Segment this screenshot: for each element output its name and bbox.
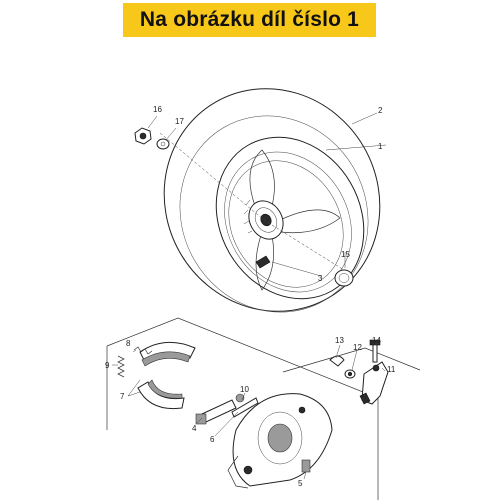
callout-17: 17 (175, 117, 184, 126)
pin-shaft (231, 393, 259, 418)
callout-5: 5 (298, 479, 303, 488)
callout-16: 16 (153, 105, 162, 114)
washer-15 (334, 269, 354, 287)
title-banner: Na obrázku díl číslo 1 (123, 3, 376, 37)
bolt-5 (301, 459, 311, 473)
washer-17 (156, 138, 170, 150)
valve-stem (255, 255, 271, 269)
brake-lever (359, 361, 389, 405)
callout-6: 6 (210, 435, 215, 444)
callout-12: 12 (353, 343, 362, 352)
rim (215, 136, 365, 300)
brake-shoe-bottom (137, 379, 185, 410)
wear-indicator (329, 355, 345, 367)
callout-7: 7 (120, 392, 125, 401)
callout-9: 9 (105, 361, 110, 370)
brake-shoe-top (139, 341, 196, 367)
spring-9 (117, 355, 125, 378)
axle-nut (134, 127, 152, 145)
callout-10: 10 (240, 385, 249, 394)
spring-8 (133, 346, 153, 355)
callout-1: 1 (378, 142, 383, 151)
callout-3: 3 (318, 274, 323, 283)
callout-11: 11 (387, 365, 396, 374)
callout-15: 15 (341, 250, 350, 259)
page-title: Na obrázku díl číslo 1 (139, 8, 360, 31)
callout-8: 8 (126, 339, 131, 348)
callout-2: 2 (378, 106, 383, 115)
callout-14: 14 (372, 336, 381, 345)
callout-13: 13 (335, 336, 344, 345)
callout-4: 4 (192, 424, 197, 433)
washer-12 (344, 369, 356, 379)
